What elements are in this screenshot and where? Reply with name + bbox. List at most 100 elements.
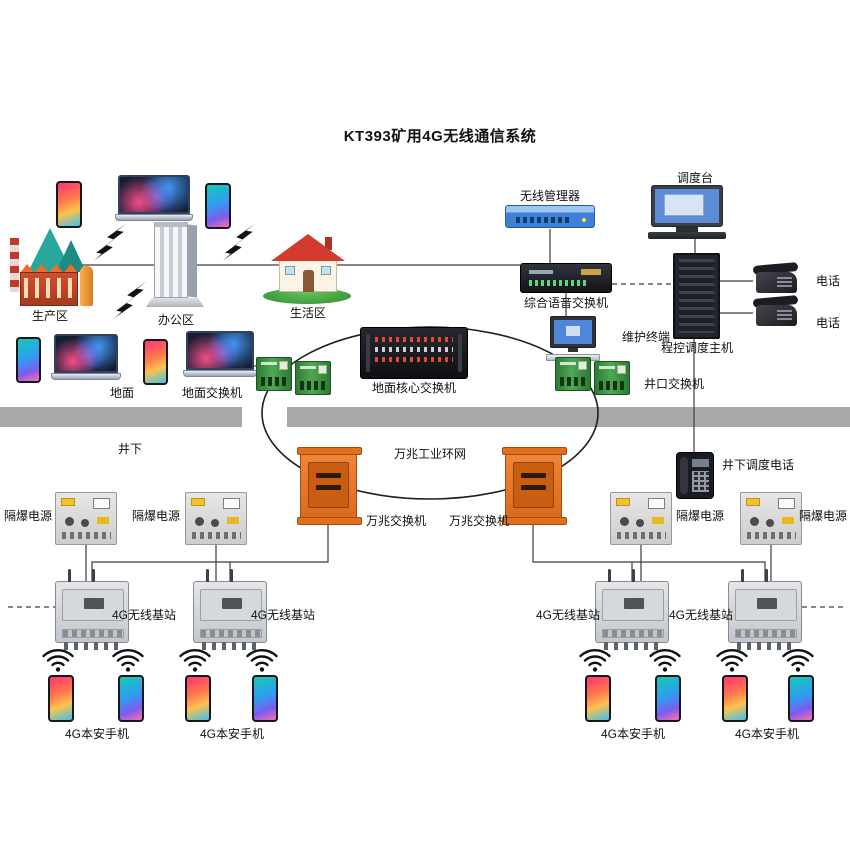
phone-screen [254,677,276,720]
label-surface-switch: 地面交换机 [181,386,242,400]
phone-screen [18,339,39,381]
laptop-screen [118,175,190,215]
label-ring-network: 万兆工业环网 [393,447,466,461]
wellhead-switch-device [555,355,633,397]
label-voice-switch: 综合语音交换机 [523,296,608,310]
phone-screen [207,185,229,227]
wifi-icon [112,648,144,673]
label-production-area: 生产区 [31,309,68,323]
phone-screen [187,677,209,720]
dispatch-host-rack [673,253,720,339]
wifi-icon [42,648,74,673]
industrial-switch-icon [295,361,331,395]
label-gigabit-switch-right: 万兆交换机 [448,514,509,528]
label-underground-phone: 井下调度电话 [721,458,794,472]
smartphone-icon [143,339,168,385]
phone-screen [50,677,72,720]
label-maintenance-terminal: 维护终端 [621,330,670,344]
safe-smartphone-icon [118,675,144,722]
label-surface-zone: 地面 [109,386,134,400]
office-area-icon [146,222,204,308]
wireless-manager-device [505,205,595,228]
label-safe-phone-4: 4G本安手机 [734,727,799,741]
wifi-icon [649,648,681,673]
label-telephone-2: 电话 [815,316,840,330]
underground-dispatch-phone-device [676,452,714,499]
safe-smartphone-icon [655,675,681,722]
antenna-icon [92,569,95,582]
laptop-screen [54,334,118,373]
label-flameproof-power-1: 隔爆电源 [3,509,52,523]
label-flameproof-power-3: 隔爆电源 [675,509,724,523]
core-switch-device [360,327,468,379]
wifi-icon [246,648,278,673]
label-dispatch-console: 调度台 [676,171,713,185]
antenna-icon [632,569,635,582]
production-area-icon [8,226,100,308]
safe-smartphone-icon [585,675,611,722]
base-station-unit [595,569,669,650]
phone-screen [58,183,80,226]
antenna-icon [68,569,71,582]
gigabit-switch-left [297,447,362,525]
industrial-switch-icon [256,357,292,391]
label-living-area: 生活区 [289,306,326,320]
label-base-station-4: 4G无线基站 [668,608,733,622]
base-station-unit [193,569,267,650]
phone-screen [657,677,679,720]
label-core-switch: 地面核心交换机 [371,381,456,395]
industrial-switch-icon [594,361,630,395]
label-base-station-1: 4G无线基站 [111,608,176,622]
wifi-icon [579,648,611,673]
desk-telephone-icon [752,262,800,294]
living-area-icon [263,232,351,304]
label-wireless-manager: 无线管理器 [519,189,580,203]
smartphone-icon [16,337,41,383]
ground-bar-right [287,407,850,427]
smartphone-icon [205,183,231,229]
smartphone-icon [56,181,82,228]
led-icon [582,218,586,222]
label-safe-phone-3: 4G本安手机 [600,727,665,741]
wifi-icon [179,648,211,673]
label-base-station-3: 4G无线基站 [535,608,600,622]
label-office-area: 办公区 [157,313,194,327]
phone-screen [120,677,142,720]
label-dispatch-host: 程控调度主机 [660,341,733,355]
ground-bar-left [0,407,242,427]
phone-screen [724,677,746,720]
gigabit-switch-right [502,447,567,525]
ports-strip [516,217,572,223]
phone-screen [790,677,812,720]
wifi-icon [782,648,814,673]
laptop-base [183,370,257,378]
laptop-icon [51,334,121,381]
laptop-screen [186,331,254,371]
safe-smartphone-icon [185,675,211,722]
laptop-icon [183,331,257,379]
antenna-icon [741,569,744,582]
safe-smartphone-icon [252,675,278,722]
antenna-icon [206,569,209,582]
label-flameproof-power-4: 隔爆电源 [798,509,847,523]
page-title: KT393矿用4G无线通信系统 [343,128,537,145]
desk-telephone-icon [752,295,800,327]
safe-smartphone-icon [48,675,74,722]
label-wellhead-switch: 井口交换机 [643,377,704,391]
safe-smartphone-icon [788,675,814,722]
antenna-icon [765,569,768,582]
laptop-icon [115,175,193,223]
label-gigabit-switch-left: 万兆交换机 [365,514,426,528]
voice-switch-device [520,263,612,293]
safe-smartphone-icon [722,675,748,722]
base-station-unit [728,569,802,650]
phone-screen [145,341,166,383]
surface-switch-device [256,355,334,397]
flameproof-power-unit [610,492,672,545]
label-underground-zone: 井下 [117,442,142,456]
label-flameproof-power-2: 隔爆电源 [131,509,180,523]
flameproof-power-unit [185,492,247,545]
laptop-base [115,214,193,222]
